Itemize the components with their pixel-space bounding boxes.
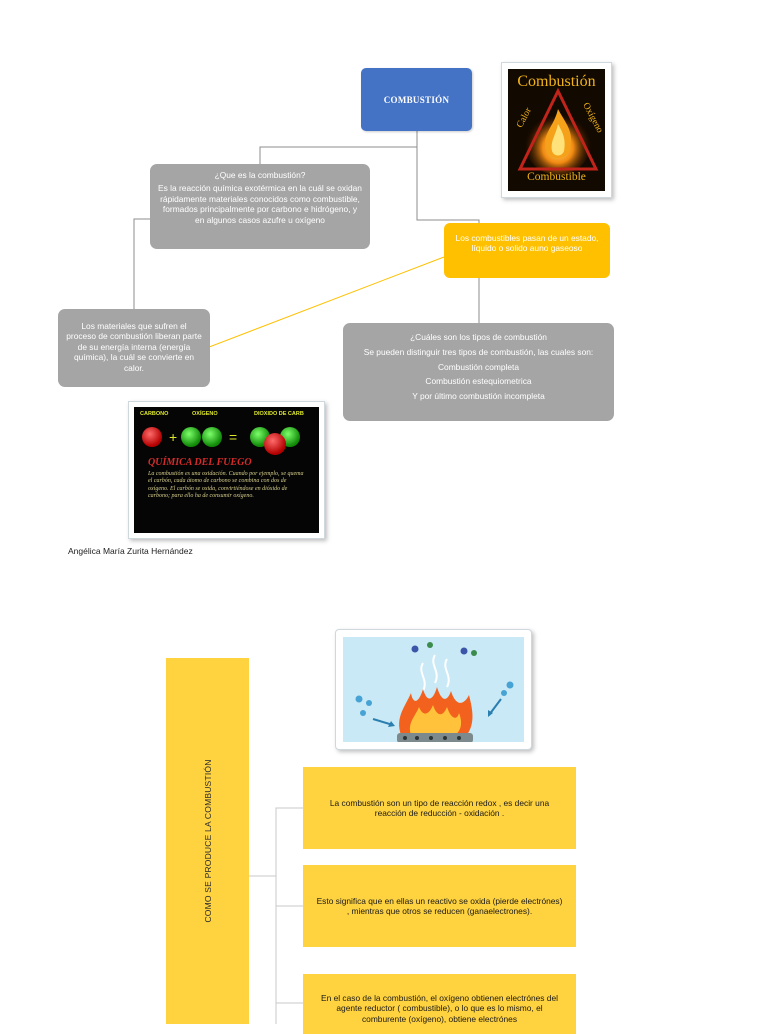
- what-is-question: ¿Que es la combustión?: [214, 170, 306, 180]
- how-box-text: La combustión son un tipo de reacción re…: [329, 797, 550, 818]
- svg-text:+: +: [169, 429, 177, 445]
- types-intro: Se pueden distinguir tres tipos de combu…: [363, 346, 594, 357]
- how-box-text: Esto significa que en ellas un reactivo …: [316, 895, 563, 916]
- combustion-label: Combustión: [517, 73, 596, 90]
- fuels-node: Los combustibles pasan de un estado, líq…: [444, 223, 610, 278]
- author-name: Angélica María Zurita Hernández: [68, 546, 193, 556]
- how-box-text: En el caso de la combustión, el oxígeno …: [321, 993, 558, 1024]
- how-box-redox: La combustión son un tipo de reacción re…: [303, 767, 576, 849]
- what-is-answer: Es la reacción química exotérmica en la …: [158, 183, 362, 225]
- fire-burner-icon: [355, 642, 514, 742]
- how-box-oxidation: Esto significa que en ellas un reactivo …: [303, 865, 576, 947]
- molecules-icon: + =: [142, 427, 300, 455]
- carbon-label: CARBONO: [140, 411, 169, 417]
- combustible-label: Combustible: [527, 171, 586, 183]
- chem-heading: QUÍMICA DEL FUEGO: [148, 457, 252, 468]
- title-node: COMBUSTIÓN: [361, 68, 472, 131]
- how-box-oxygen: En el caso de la combustión, el oxígeno …: [303, 974, 576, 1034]
- materials-node: Los materiales que sufren el proceso de …: [58, 309, 210, 387]
- how-title: COMO SE PRODUCE LA COMBUSTIÓN: [202, 759, 213, 923]
- burner-fire-image: [335, 629, 532, 750]
- oxygen-label: OXÍGENO: [192, 411, 218, 417]
- fuels-text: Los combustibles pasan de un estado, líq…: [455, 233, 599, 253]
- svg-text:=: =: [229, 429, 237, 445]
- co2-label: DIOXIDO DE CARB: [254, 411, 304, 417]
- fire-triangle-icon: [517, 87, 599, 175]
- type-item: Combustión estequiometrica: [425, 376, 532, 387]
- type-item: Combustión completa: [438, 361, 519, 372]
- types-question: ¿Cuáles son los tipos de combustión: [410, 332, 547, 342]
- how-combustion-occurs-bar: COMO SE PRODUCE LA COMBUSTIÓN: [166, 658, 249, 1024]
- types-node: ¿Cuáles son los tipos de combustión Se p…: [343, 323, 614, 421]
- fire-chemistry-image: CARBONO OXÍGENO DIOXIDO DE CARB + = QUÍM…: [128, 401, 325, 539]
- title-text: COMBUSTIÓN: [383, 94, 450, 105]
- type-item: Y por último combustión incompleta: [412, 391, 545, 402]
- combustion-triangle-image: Combustión Calor Oxígeno Combustible: [501, 62, 612, 198]
- chem-text: La combustión es una oxidación. Cuando p…: [148, 471, 304, 500]
- what-is-combustion-node: ¿Que es la combustión? Es la reacción qu…: [150, 164, 370, 249]
- materials-text: Los materiales que sufren el proceso de …: [66, 321, 202, 373]
